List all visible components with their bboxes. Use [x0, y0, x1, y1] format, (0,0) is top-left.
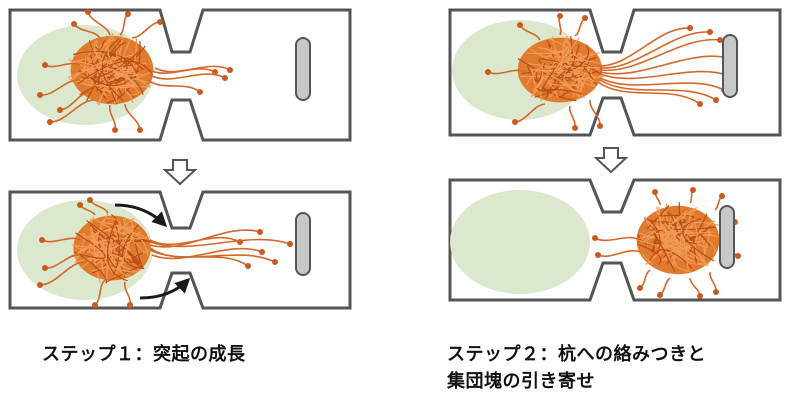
post: [295, 37, 311, 101]
green-zone: [450, 190, 590, 294]
down-arrow-icon: [593, 147, 629, 174]
down-arrow-icon: [162, 159, 198, 186]
post: [719, 205, 735, 269]
caption-step2-line1: ステップ２：杭への絡みつきと: [447, 344, 706, 365]
caption-step2-line2: 集団塊の引き寄せ: [447, 371, 595, 392]
panel-step1-before: [8, 8, 352, 142]
protrusion-strands: [37, 9, 233, 133]
motion-arrow-lower: [139, 277, 191, 300]
panel-step1-after: [8, 190, 352, 310]
cell-cluster: [67, 33, 154, 106]
post: [295, 212, 311, 276]
motion-arrow-upper: [114, 203, 168, 228]
post: [722, 34, 738, 98]
protrusion-strands: [592, 187, 741, 299]
protrusion-strands: [37, 197, 293, 308]
cell-cluster: [636, 202, 722, 275]
protrusion-strands: [485, 13, 733, 131]
panel-step2-before: [448, 8, 782, 137]
cell-cluster: [517, 35, 604, 103]
caption-step1: ステップ１：突起の成長: [42, 344, 246, 365]
panel-step2-after: [448, 178, 782, 302]
